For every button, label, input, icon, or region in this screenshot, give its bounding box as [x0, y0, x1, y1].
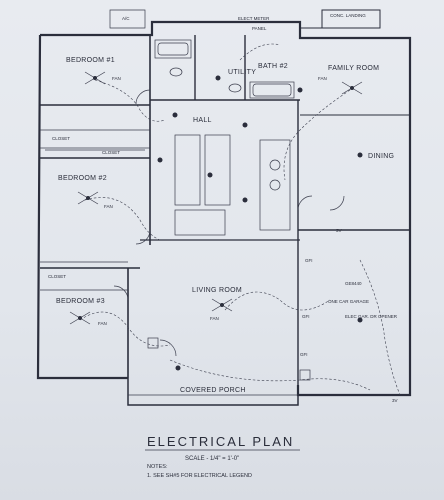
- fan-bedroom1-icon: [84, 71, 106, 85]
- fan-label-1: FAN: [112, 76, 121, 81]
- drawing-title: ELECTRICAL PLAN: [147, 434, 294, 449]
- room-label-garage: ONE CAR GARAGE: [328, 299, 369, 304]
- note-1: 1. SEE SH#5 FOR ELECTRICAL LEGEND: [147, 473, 252, 479]
- panel-note-label: GE8440: [345, 281, 362, 286]
- notes-heading: NOTES:: [147, 464, 168, 470]
- elect-meter-label: ELECT METER: [238, 16, 270, 21]
- room-label-bedroom3: BEDROOM #3: [56, 298, 105, 305]
- equipment-labels: A/C ELECT METER PANEL FAN FAN FAN FAN FA…: [98, 16, 398, 403]
- volt-label-1: 3V: [336, 228, 342, 233]
- room-label-hall: HALL: [193, 117, 212, 124]
- interior-walls: [40, 35, 410, 395]
- room-label-bedroom1: BEDROOM #1: [66, 57, 115, 64]
- fan-bedroom2-icon: [77, 191, 99, 205]
- drawing-scale: SCALE - 1/4" = 1'-0": [185, 456, 239, 462]
- conc-landing-label: CONC. LANDING: [330, 13, 366, 18]
- room-label-porch: COVERED PORCH: [180, 387, 246, 394]
- closet-shelves: [40, 129, 150, 291]
- panel-label: PANEL: [252, 26, 267, 31]
- room-label-bath2: BATH #2: [258, 63, 288, 70]
- door-swings: [113, 89, 345, 357]
- room-label-dining: DINING: [368, 153, 394, 160]
- room-labels: BEDROOM #1 BEDROOM #2 BEDROOM #3 UTILITY…: [48, 13, 394, 394]
- gfi-label-1: GFI: [302, 314, 310, 319]
- light-fixtures: [157, 75, 363, 371]
- fan-living-icon: [211, 298, 233, 312]
- kitchen-counters: [174, 134, 291, 236]
- closet-label-1: CLOSET: [52, 136, 70, 141]
- title-block: ELECTRICAL PLAN SCALE - 1/4" = 1'-0" NOT…: [145, 434, 300, 479]
- fan-label-3: FAN: [98, 321, 107, 326]
- porch-details: [128, 337, 311, 396]
- exterior-walls: [36, 9, 412, 406]
- gfi-label-2: GFI: [300, 352, 308, 357]
- volt-label-2: 3V: [392, 398, 398, 403]
- room-label-family: FAMILY ROOM: [328, 65, 379, 72]
- fan-bedroom3-icon: [69, 311, 91, 325]
- gfi-label-3: GFI: [305, 258, 313, 263]
- bath-fixtures: [154, 39, 295, 99]
- fan-label-5: FAN: [210, 316, 219, 321]
- garage-opener-label: ELEC GAR. DR OPENER: [345, 314, 398, 319]
- closet-label-3: CLOSET: [48, 274, 66, 279]
- closet-label-2: CLOSET: [102, 150, 120, 155]
- room-label-living: LIVING ROOM: [192, 287, 242, 294]
- ceiling-fans: [69, 71, 363, 325]
- fan-label-4: FAN: [318, 76, 327, 81]
- ac-label: A/C: [122, 16, 130, 21]
- fan-label-2: FAN: [104, 204, 113, 209]
- wiring-runs: [79, 43, 401, 396]
- room-label-utility: UTILITY: [228, 69, 256, 76]
- fan-family-icon: [341, 81, 363, 95]
- room-label-bedroom2: BEDROOM #2: [58, 175, 107, 182]
